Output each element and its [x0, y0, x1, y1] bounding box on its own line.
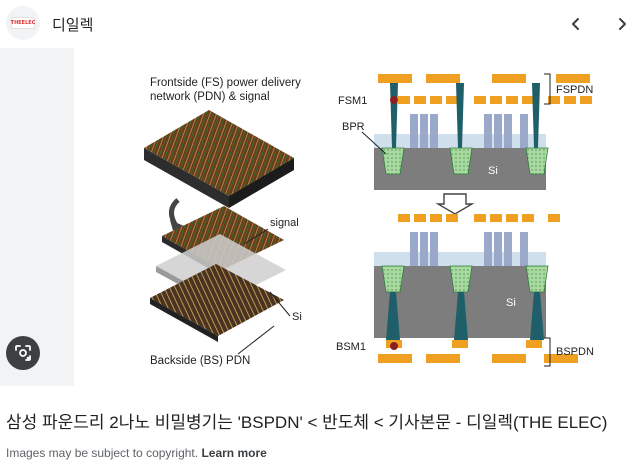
si-pointer [269, 291, 291, 317]
chevron-right-icon [619, 18, 626, 30]
bspdn-bracket [544, 337, 551, 367]
label-backside-pdn: Backside (BS) PDN [150, 355, 250, 367]
label-fsm1: FSM1 [338, 95, 367, 107]
label-si-left: Si [292, 311, 302, 323]
next-image-button[interactable] [608, 10, 636, 38]
image-title-link[interactable]: 삼성 파운드리 2나노 비밀병기는 'BSPDN' < 반도체 < 기사본문 -… [6, 413, 608, 432]
copyright-notice: Images may be subject to copyright. Lear… [6, 446, 267, 460]
bspdn-diagram: Frontside (FS) power delivery network (P… [74, 48, 644, 386]
label-bsm1: BSM1 [336, 341, 366, 353]
image-preview[interactable]: Frontside (FS) power delivery network (P… [0, 48, 644, 386]
lens-icon [15, 345, 31, 361]
label-bpr: BPR [342, 121, 365, 133]
backside-pointer [237, 325, 275, 355]
favicon-logo: THEELEC [11, 17, 35, 29]
fspdn-bracket [544, 73, 551, 105]
left-title-line1: Frontside (FS) power delivery [150, 77, 301, 89]
image-backdrop [0, 48, 74, 386]
backside-pdn-layer [150, 264, 284, 342]
left-title-line2: network (PDN) & signal [150, 91, 270, 103]
image-source-header: THEELEC 디일렉 [0, 0, 644, 48]
label-si-top: Si [488, 165, 498, 177]
label-si-bottom: Si [506, 297, 516, 309]
diagram-svg: Frontside (FS) power delivery network (P… [144, 73, 594, 367]
frontside-chip [144, 110, 294, 208]
label-fspdn: FSPDN [556, 84, 593, 96]
bpr-pointer [361, 131, 387, 155]
bspdn-cross-section [374, 214, 578, 363]
label-signal: signal [270, 217, 299, 229]
label-bspdn: BSPDN [556, 346, 594, 358]
signal-pointer [243, 228, 269, 245]
site-favicon[interactable]: THEELEC [6, 6, 40, 40]
favicon-text: THEELEC [10, 20, 36, 26]
previous-image-button[interactable] [562, 10, 590, 38]
google-lens-button[interactable] [6, 336, 40, 370]
learn-more-link[interactable]: Learn more [201, 446, 267, 460]
site-name[interactable]: 디일렉 [52, 17, 94, 34]
transform-arrow-icon [435, 193, 475, 215]
chevron-left-icon [572, 18, 579, 30]
copyright-text: Images may be subject to copyright. [6, 446, 199, 460]
fspdn-cross-section [374, 74, 592, 190]
